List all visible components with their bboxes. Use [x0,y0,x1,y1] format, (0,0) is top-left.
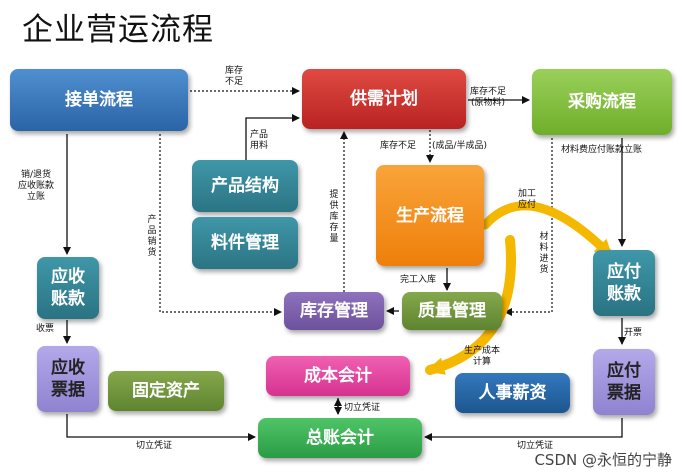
label-stock-short-wip: 库存不足 [380,141,417,151]
accounts-payable-bill-box: 应付 票据 [593,349,655,415]
label-wip: (成品/半成品) [432,141,488,151]
purchase-process-box: 采购流程 [532,69,672,135]
accounts-receivable-bill-box: 应收 票据 [37,346,99,412]
arrow-arbill-to-ledger [66,414,256,441]
label-product-material: 产品 用料 [250,130,269,151]
cost-accounting-box: 成本会计 [266,356,410,396]
label-product-sales: 产品销货 [147,215,157,258]
label-processing-ap: 加工 应付 [518,189,537,210]
label-issue-bill: 开票 [624,328,643,338]
label-voucher-cost: 切立凭证 [344,403,381,413]
order-process-box: 接单流程 [10,69,188,131]
label-voucher-right: 切立凭证 [517,441,554,451]
fixed-assets-box: 固定资产 [108,371,224,411]
arrow-order-to-inventory [159,134,282,316]
label-voucher-left: 切立凭证 [136,441,173,451]
label-stock-short-raw: 库存不足 (原物料) [470,87,507,108]
label-provide-stock: 提供库存量 [329,190,339,244]
watermark: CSDN @永恒的宁静 [534,451,672,469]
yellow-arrow-production-to-ap [480,201,615,260]
label-stock-short: 库存 不足 [225,66,244,87]
label-sales-return: 销/退货 应收账款 立账 [18,170,55,202]
supply-demand-plan-box: 供需计划 [302,69,466,129]
arrow-structure-to-plan [245,114,300,160]
payroll-box: 人事薪资 [455,373,570,413]
production-process-box: 生产流程 [376,165,484,266]
inventory-management-box: 库存管理 [284,292,384,330]
label-material-ap: 材料费应付账款立账 [561,145,643,155]
quality-management-box: 质量管理 [402,292,502,330]
label-receive-bill: 收票 [36,324,55,334]
item-management-box: 料件管理 [192,217,298,269]
product-structure-box: 产品结构 [192,160,298,212]
label-finished-in: 完工入库 [400,275,437,285]
page-title: 企业营运流程 [22,12,214,48]
label-material-in: 材料进货 [539,232,549,275]
accounts-payable-box: 应付 账款 [593,250,655,316]
arrow-purchase-to-quality [504,138,553,316]
general-ledger-box: 总账会计 [258,418,422,458]
accounts-receivable-box: 应收 账款 [37,257,99,319]
arrow-apbill-to-ledger [424,418,623,441]
label-cost-calc: 生产成本 计算 [464,346,501,367]
